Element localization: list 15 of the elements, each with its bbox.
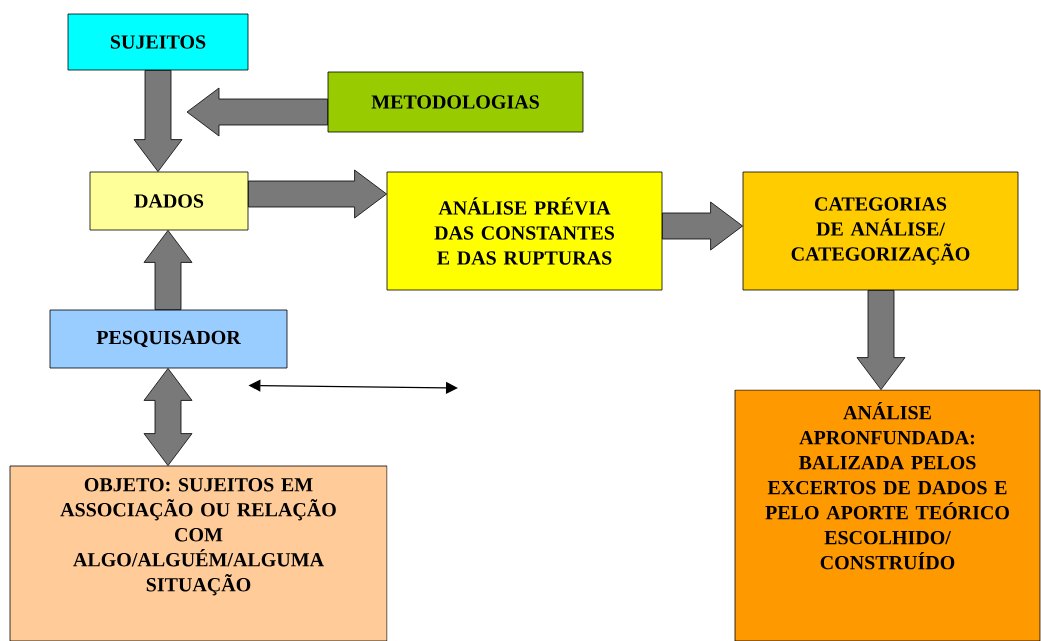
block-arrow [856,290,906,390]
block-arrow [133,70,183,172]
process-box: DADOS [89,171,249,231]
process-box: ANÁLISE PRÉVIA DAS CONSTANTES E DAS RUPTURAS [386,171,663,291]
process-box: METODOLOGIAS [327,71,584,133]
process-box: SUJEITOS [67,13,249,71]
block-arrow [662,201,743,251]
block-arrow [248,169,387,219]
process-box: ANÁLISE APRONFUNDADA: BALIZADA PELOS EXCERTOS DE DADOS E PELO APORTE TEÓRICO ESCOLHIDO/ CONSTRUÍDO [734,389,1041,641]
block-arrow [143,230,193,310]
block-arrow [143,368,193,466]
block-arrow [186,87,328,137]
process-box: OBJETO: SUJEITOS EM ASSOCIAÇÃO OU RELAÇÃO COM ALGO/ALGUÉM/ALGUMA SITUAÇÃO [9,465,388,641]
process-box: CATEGORIAS DE ANÁLISE/ CATEGORIZAÇÃO [742,171,1019,291]
process-box: PESQUISADOR [49,309,288,369]
